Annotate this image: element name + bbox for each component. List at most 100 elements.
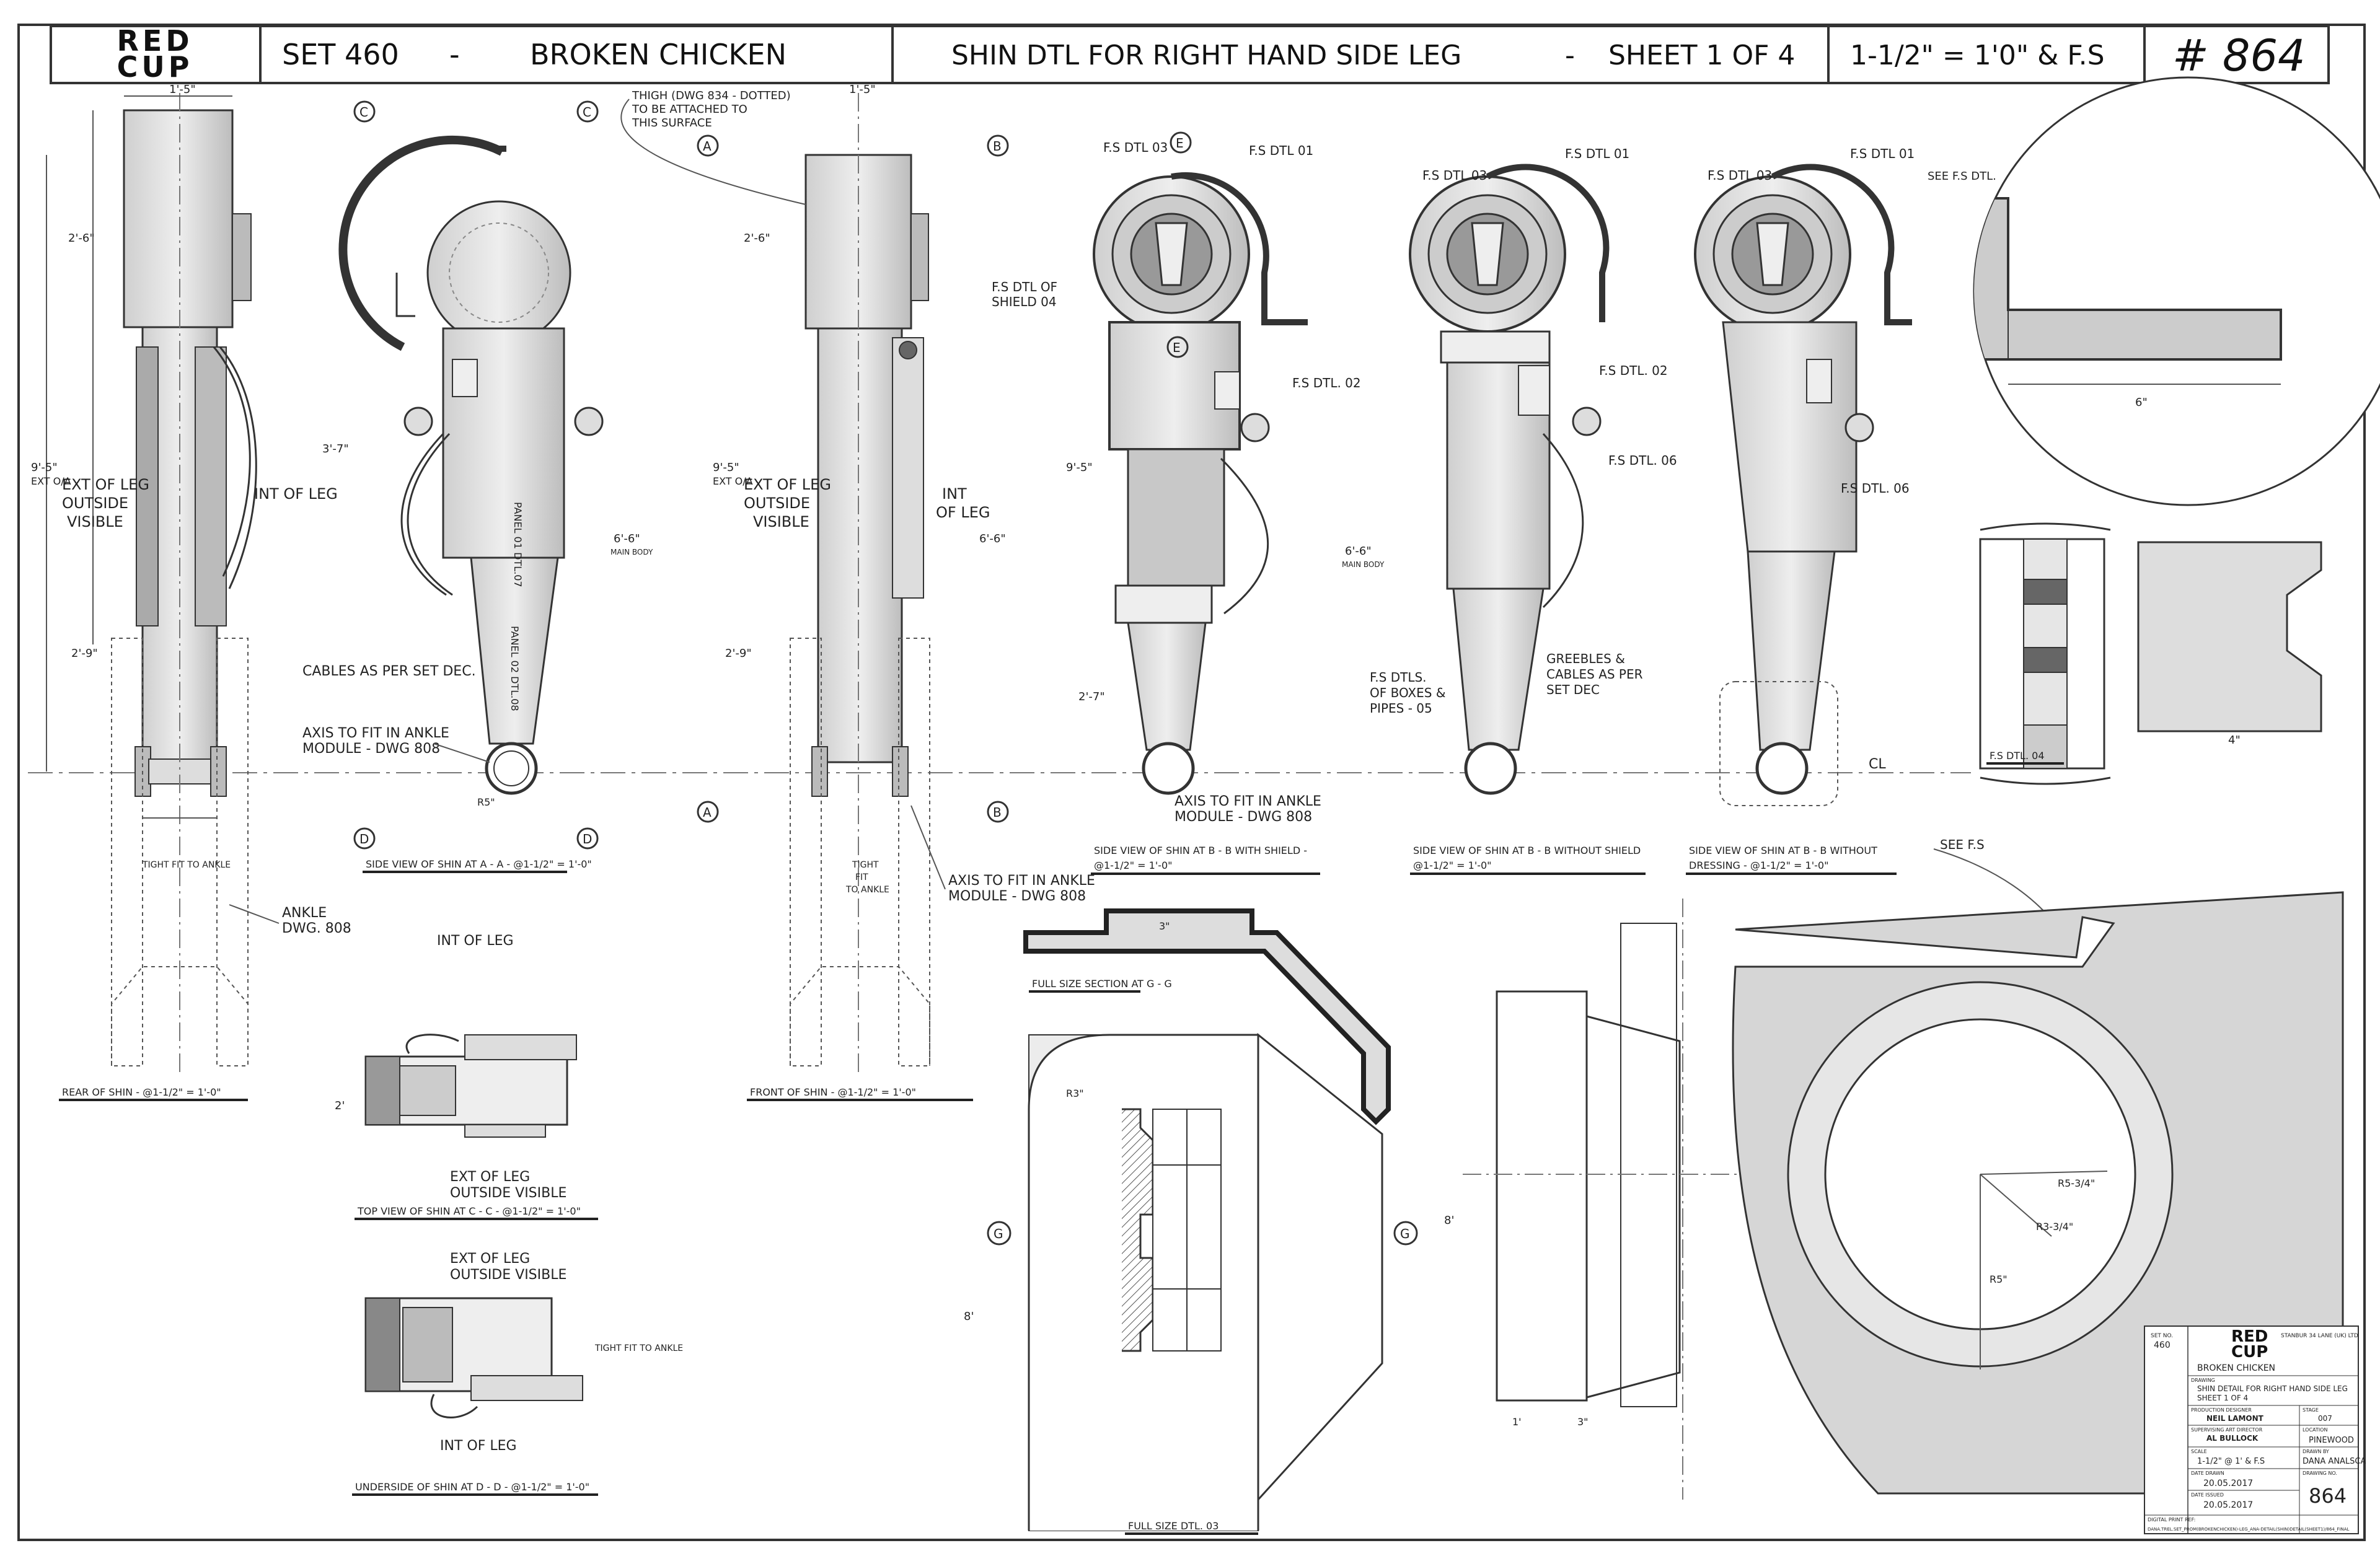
detail-fs-dtl-04: 4" F.S DTL. 04 [1979,522,2322,785]
dim-front-upper: 2'-6" [744,232,770,245]
caption-underside: UNDERSIDE OF SHIN AT D - D - @1-1/2" = 1… [355,1481,589,1493]
dim-b1-lower: 2'-7" [1078,690,1105,703]
caption-side-b-nodress-2: DRESSING - @1-1/2" = 1'-0" [1689,859,1828,871]
note-axis-b-1: AXIS TO FIT IN ANKLE [1175,794,1321,809]
note-panel-07: PANEL 01 DTL.07 [512,502,524,587]
dim-corner-width: 6" [2135,396,2148,409]
caption-side-b-nodress-1: SIDE VIEW OF SHIN AT B - B WITHOUT [1689,845,1877,856]
view-rear-of-shin: 1'-5" 2'-6" 9'-5" EXT O/A 2'-9" EXT OF L… [31,83,351,1101]
section-mark-d-2: D [583,832,592,846]
section-mark-a-1: A [703,139,712,154]
note-b3-dtl03: F.S DTL 03 [1708,168,1772,183]
logo-line-1: RED [117,24,193,58]
note-thigh-3: THIS SURFACE [632,116,712,130]
tb-logo-1: RED [2231,1327,2268,1346]
section-mark-c-1: C [359,105,368,120]
title-dash-2: - [1565,40,1575,71]
dim-front-top: 1'-5" [849,83,876,96]
section-mark-b-2: B [993,805,1002,820]
caption-side-b-shield-1: SIDE VIEW OF SHIN AT B - B WITH SHIELD - [1094,845,1307,856]
tb-digital-label: DIGITAL PRINT REF: [2148,1517,2195,1523]
caption-side-b-noshield-1: SIDE VIEW OF SHIN AT B - B WITHOUT SHIEL… [1413,845,1641,856]
caption-section-gg: FULL SIZE SECTION AT G - G [1032,978,1172,990]
under-tight-fit: TIGHT FIT TO ANKLE [594,1343,683,1353]
view-side-b-shield: E E F.S DTL 03 F.S DTL 01 F.S DTL. 02 9'… [1066,131,1361,875]
note-main-body-a: MAIN BODY [610,548,653,556]
dim-front-oa: EXT O/A [713,475,753,487]
dim-plate-height: 8' [1444,1214,1454,1227]
caption-front-of-shin: FRONT OF SHIN - @1-1/2" = 1'-0" [750,1086,916,1098]
tb-path: DANA.TREL.SET_PROM(BROKENCHICKEN)-LEG_AN… [2148,1527,2349,1532]
dim-dtl03-height: 8' [964,1310,974,1323]
tb-date-issued-label: DATE ISSUED [2191,1492,2224,1498]
note-b2-dtl02: F.S DTL. 02 [1599,363,1668,378]
view-underside-d-d: EXT OF LEG OUTSIDE VISIBLE TIGHT FIT TO … [352,1251,683,1496]
note-greebles-2: CABLES AS PER [1546,667,1643,682]
top-int-of-leg: INT OF LEG [437,933,514,949]
note-front-tight: TIGHT [852,860,879,870]
note-int-leg: INT OF LEG [254,485,338,503]
note-front-to-ankle: TO ANKLE [845,885,889,895]
dim-rear-overall: 9'-5" [31,461,58,474]
note-b1-dtl03: F.S DTL 03 [1103,140,1168,155]
caption-side-a: SIDE VIEW OF SHIN AT A - A - @1-1/2" = 1… [366,858,592,870]
tb-date-drawn: 20.05.2017 [2203,1479,2253,1488]
dim-front-overall: 9'-5" [713,461,739,474]
section-mark-e-2: E [1173,340,1181,355]
tb-artdir-label: SUPERVISING ART DIRECTOR [2191,1427,2263,1433]
tb-title-label: DRAWING [2191,1378,2215,1383]
note-tight-fit: TIGHT FIT TO ANKLE [142,860,231,870]
caption-top-view: TOP VIEW OF SHIN AT C - C - @1-1/2" = 1'… [357,1205,581,1217]
note-axis-a-2: MODULE - DWG 808 [302,741,440,757]
section-mark-g-1: G [994,1226,1003,1241]
note-b3-dtl06: F.S DTL. 06 [1841,481,1910,496]
set-number: SET 460 [282,38,399,71]
detail-flange-side: 1' 3" [1463,899,1983,1500]
dim-shield-r1: R5-3/4" [2058,1177,2095,1189]
title-block: RED CUP STANBUR 34 LANE (UK) LTD SET NO.… [2144,1325,2366,1534]
dim-dtl03-radius: R3" [1066,1088,1084,1099]
note-b1-dtl01: F.S DTL 01 [1249,143,1313,158]
dim-side-a-r: R5" [477,796,495,808]
dim-side-a-main: 6'-6" [614,532,640,545]
tb-scale: 1-1/2" @ 1' & F.S [2197,1457,2265,1466]
view-side-b-no-shield: F.S DTL 03 F.S DTL 01 F.S DTL. 02 F.S DT… [1342,146,1677,875]
note-shield04-2: SHIELD 04 [992,294,1057,309]
dim-rear-top: 1'-5" [169,83,196,96]
detail-corner-circle: 6" [1973,76,2380,506]
tb-drawn: DANA ANALSCA [2303,1457,2366,1466]
dim-b1-overall: 9'-5" [1066,461,1093,474]
dim-rear-upper: 2'-6" [68,232,95,245]
note-main-body-b: MAIN BODY [1342,560,1385,569]
note-b2-dtl06: F.S DTL. 06 [1608,453,1677,468]
tb-set-label: SET NO. [2151,1333,2173,1339]
tb-production: BROKEN CHICKEN [2197,1363,2275,1373]
view-top-c-c: INT OF LEG 2' EXT OF LEG OUTSIDE VISIBLE… [335,933,598,1220]
under-int-of-leg: INT OF LEG [440,1438,517,1454]
detail-angled-plate: 8' [1257,1032,1454,1502]
caption-side-b-shield-2: @1-1/2" = 1'-0" [1094,859,1173,871]
dim-front-main: 6'-6" [979,532,1006,545]
drawing-number: # 864 [2172,30,2306,81]
title-dash-1: - [449,38,460,71]
dim-flange-2: 3" [1577,1416,1589,1428]
centerline-mark: CL [1869,757,1886,772]
note-ankle-2: DWG. 808 [282,921,351,936]
dim-flange-1: 1' [1512,1416,1522,1428]
dim-b2-main: 6'-6" [1345,545,1372,558]
note-axis-front-2: MODULE - DWG 808 [948,889,1086,904]
production-name: BROKEN CHICKEN [530,38,787,71]
tb-scale-label: SCALE [2191,1449,2207,1454]
dim-gg-top: 3" [1159,920,1170,932]
note-greebles-1: GREEBLES & [1546,651,1625,666]
note-b2-dtl03: F.S DTL 03 [1422,168,1487,183]
tb-date-issued: 20.05.2017 [2203,1500,2253,1510]
view-front-of-shin: 1'-5" 2'-6" 9'-5" EXT O/A EXT OF LEG OUT… [620,83,1095,1101]
title-bar: RED CUP SET 460 - BROKEN CHICKEN SHIN DT… [50,24,2330,84]
caption-side-b-noshield-2: @1-1/2" = 1'-0" [1413,859,1492,871]
note-ext-leg-3: VISIBLE [67,513,123,530]
note-ext-leg-1: EXT OF LEG [62,476,149,493]
caption-rear-of-shin: REAR OF SHIN - @1-1/2" = 1'-0" [62,1086,221,1098]
logo-line-2: CUP [117,50,193,84]
